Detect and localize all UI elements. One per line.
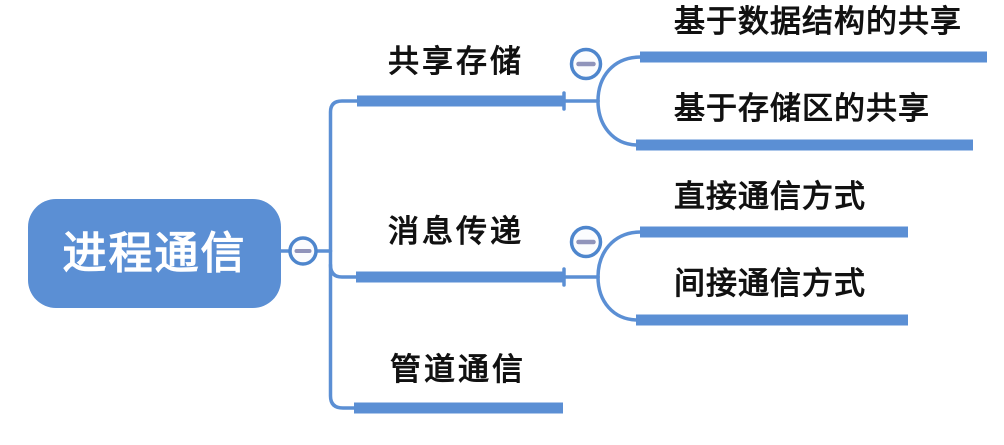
topic-label-shared-storage[interactable]: 共享存储 — [388, 44, 524, 79]
trunk-mid-connector — [328, 263, 359, 279]
topic-label-indirect-communication[interactable]: 间接通信方式 — [674, 266, 866, 301]
collapse-button-shared-storage[interactable] — [569, 47, 603, 81]
topic-label-data-structure-sharing[interactable]: 基于数据结构的共享 — [674, 4, 962, 39]
topic-label-message-passing[interactable]: 消息传递 — [388, 214, 524, 249]
branch2-curve-up — [596, 230, 643, 279]
topic-label-pipe-communication[interactable]: 管道通信 — [390, 352, 526, 387]
root-topic-shape[interactable] — [28, 199, 281, 308]
branch1-curve-up — [596, 55, 643, 103]
collapse-button-root[interactable] — [288, 236, 318, 266]
branch2-curve-down — [596, 275, 640, 322]
trunk-connector — [328, 99, 359, 410]
branch1-curve-down — [596, 99, 640, 147]
collapse-button-message-passing[interactable] — [569, 225, 603, 259]
root-topic-label[interactable]: 进程通信 — [62, 228, 247, 278]
topic-label-storage-area-sharing[interactable]: 基于存储区的共享 — [674, 91, 930, 126]
topic-label-direct-communication[interactable]: 直接通信方式 — [674, 179, 866, 214]
